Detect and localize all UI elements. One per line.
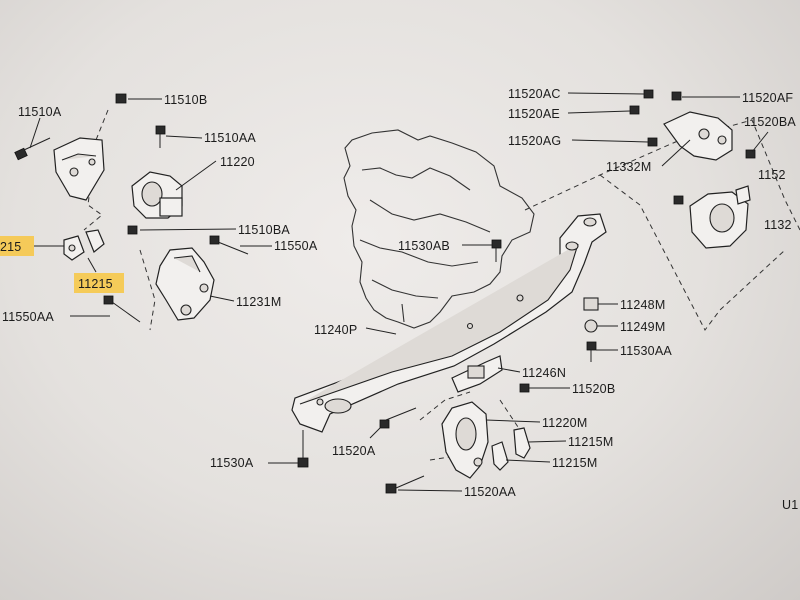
label-11520AF: 11520AF bbox=[742, 91, 793, 105]
engine-outline bbox=[343, 129, 535, 329]
label-11510BA: 11510BA bbox=[238, 223, 290, 237]
label-11510A: 11510A bbox=[18, 105, 62, 119]
rear-mount-boundary bbox=[419, 391, 521, 461]
bracket-11246N bbox=[451, 355, 503, 393]
label-11510AA: 11510AA bbox=[204, 131, 256, 145]
label-11240P: 11240P bbox=[314, 323, 357, 337]
label-11520B: 11520B bbox=[572, 382, 615, 396]
label-11550A: 11550A bbox=[274, 239, 318, 253]
label-215-cut: 215 bbox=[0, 240, 21, 254]
label-11220: 11220 bbox=[220, 155, 255, 169]
label-11520AA: 11520AA bbox=[464, 485, 516, 499]
label-11215: 11215 bbox=[78, 277, 113, 291]
leader-lines bbox=[29, 92, 769, 492]
engine-mount-11220 bbox=[131, 171, 183, 219]
label-11520A: 11520A bbox=[332, 444, 376, 458]
crossmember bbox=[291, 213, 607, 433]
bracket-11231M bbox=[155, 247, 215, 321]
label-11530AB: 11530AB bbox=[398, 239, 450, 253]
highlight-215 bbox=[0, 236, 34, 256]
label-11510B: 11510B bbox=[164, 93, 207, 107]
insulator-11215M-b bbox=[491, 441, 509, 471]
insulator-11215M-a bbox=[513, 427, 531, 459]
highlight-11215 bbox=[74, 273, 124, 293]
label-U1-cut: U1 bbox=[782, 498, 798, 512]
label-11332M: 11332M bbox=[606, 160, 651, 174]
mount-11220M bbox=[441, 401, 489, 479]
label-11220M: 11220M bbox=[542, 416, 587, 430]
label-11550AA: 11550AA bbox=[2, 310, 54, 324]
label-11520AC: 11520AC bbox=[508, 87, 561, 101]
mount-11320 bbox=[689, 185, 751, 249]
plate-left-11215 bbox=[63, 229, 105, 261]
bolts bbox=[14, 89, 756, 494]
label-11246N: 11246N bbox=[522, 366, 566, 380]
label-1132-cut: 1132 bbox=[764, 218, 792, 232]
label-11520AG: 11520AG bbox=[508, 134, 561, 148]
label-11530A: 11530A bbox=[210, 456, 254, 470]
label-11248M: 11248M bbox=[620, 298, 665, 312]
label-11530AA: 11530AA bbox=[620, 344, 672, 358]
bracket-top-left bbox=[53, 137, 105, 201]
label-11249M: 11249M bbox=[620, 320, 665, 334]
label-11215M-b: 11215M bbox=[552, 456, 597, 470]
label-11520BA: 11520BA bbox=[744, 115, 796, 129]
label-1152-cut: 1152 bbox=[758, 168, 786, 182]
mount-11332M bbox=[663, 111, 733, 161]
label-11520AE: 11520AE bbox=[508, 107, 560, 121]
label-11215M-a: 11215M bbox=[568, 435, 613, 449]
label-11231M: 11231M bbox=[236, 295, 281, 309]
part-labels: 11510A 11510B 11510AA 11220 11510BA 1155… bbox=[0, 87, 798, 512]
